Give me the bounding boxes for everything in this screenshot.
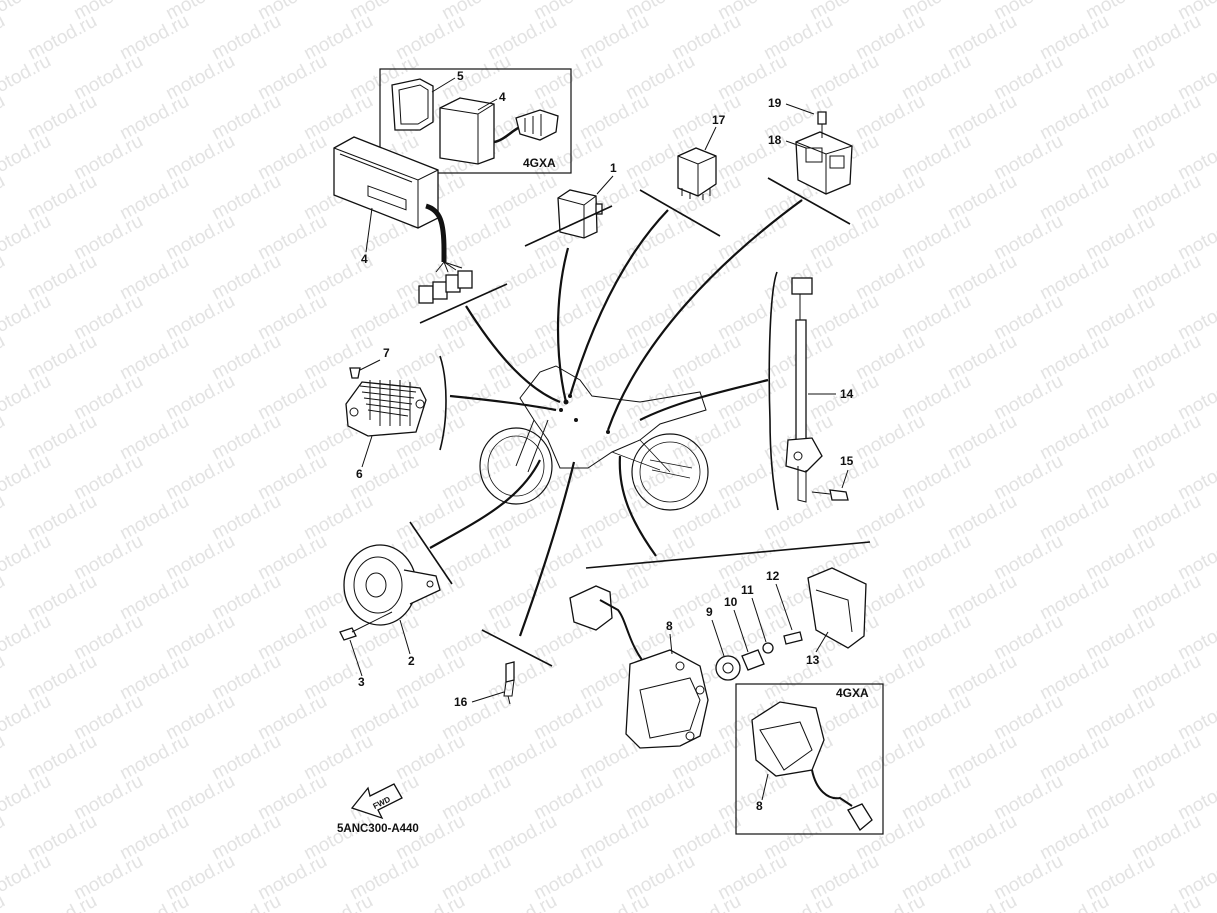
watermark-text: motod.ru: [0, 291, 55, 345]
watermark-text: motod.ru: [668, 891, 744, 913]
watermark-text: motod.ru: [1128, 891, 1204, 913]
watermark-text: motod.ru: [0, 451, 55, 505]
watermark-text: motod.ru: [0, 91, 9, 145]
watermark-text: motod.ru: [760, 891, 836, 913]
watermark-text: motod.ru: [24, 891, 100, 913]
watermark-text: motod.ru: [0, 51, 55, 105]
variant-tag-bottom: 4GXA: [836, 686, 869, 700]
watermark-text: motod.ru: [0, 331, 9, 385]
throttle-position-sensor-icon: [569, 541, 871, 749]
relay-icon: [639, 147, 721, 237]
watermark-text: motod.ru: [0, 0, 55, 24]
watermark-text: motod.ru: [852, 891, 928, 913]
watermark-text: motod.ru: [0, 531, 55, 585]
callout-9: 9: [706, 605, 713, 619]
inset-box-bottom: [735, 683, 884, 835]
callout-15: 15: [840, 454, 854, 468]
cdi-unit-small-icon: [439, 97, 559, 165]
callout-17: 17: [712, 113, 726, 127]
watermark-text: motod.ru: [576, 891, 652, 913]
watermark-text: motod.ru: [0, 571, 9, 625]
callout-19: 19: [768, 96, 782, 110]
motorcycle-outline: [479, 365, 709, 511]
callout-8: 8: [666, 619, 673, 633]
watermark-text: motod.ru: [0, 771, 55, 825]
watermark-text: motod.ru: [208, 891, 284, 913]
callout-1: 1: [610, 161, 617, 175]
diagram-code: 5ANC300-A440: [337, 823, 419, 835]
watermark-text: motod.ru: [0, 171, 9, 225]
watermark-text: motod.ru: [392, 891, 468, 913]
callout-5: 5: [457, 69, 464, 83]
cover-sleeve-icon: [391, 78, 434, 131]
watermark-text: motod.ru: [0, 411, 9, 465]
callout-4: 4: [361, 252, 368, 266]
watermark-text: motod.ru: [116, 891, 192, 913]
variant-tag-top: 4GXA: [523, 156, 556, 170]
cdi-unit-icon: [333, 136, 508, 324]
watermark-text: motod.ru: [944, 891, 1020, 913]
callout-2: 2: [408, 654, 415, 668]
watermark-text: motod.ru: [0, 491, 9, 545]
callout-6: 6: [356, 467, 363, 481]
watermark-text: motod.ru: [0, 891, 9, 913]
watermark-text: motod.ru: [484, 891, 560, 913]
callout-16: 16: [454, 695, 468, 709]
callout-11: 11: [741, 583, 754, 597]
watermark-text: motod.ru: [0, 691, 55, 745]
watermark-text: motod.ru: [0, 611, 55, 665]
leader-curves: [429, 199, 803, 637]
starter-relay-block-icon: [767, 111, 853, 225]
callout-3: 3: [358, 675, 365, 689]
watermark-text: motod.ru: [0, 251, 9, 305]
watermark-text: motod.ru: [0, 371, 55, 425]
starter-relay-icon: [524, 189, 613, 247]
horn-icon: [339, 521, 453, 641]
watermark-text: motod.ru: [0, 811, 9, 865]
watermark-text: motod.ru: [0, 131, 55, 185]
rectifier-regulator-icon: [345, 355, 447, 451]
watermark-text: motod.ru: [0, 11, 9, 65]
watermark-text: motod.ru: [0, 211, 55, 265]
watermark-text: motod.ru: [0, 651, 9, 705]
callout-13: 13: [806, 653, 820, 667]
temperature-sensor-icon: [481, 629, 553, 705]
watermark-text: motod.ru: [0, 851, 55, 905]
callout-7: 7: [383, 346, 390, 360]
callout-12: 12: [766, 569, 780, 583]
watermark-text: motod.ru: [1036, 891, 1112, 913]
sidestand-switch-icon: [768, 271, 849, 511]
callout-8-inset: 8: [756, 799, 763, 813]
callout-4-inset: 4: [499, 90, 506, 104]
inset-box-top: 5 4 4GXA: [379, 68, 572, 174]
callout-14: 14: [840, 387, 854, 401]
callout-10: 10: [724, 595, 738, 609]
watermark-text: motod.ru: [0, 731, 9, 785]
callout-18: 18: [768, 133, 782, 147]
watermark-text: motod.ru: [300, 891, 376, 913]
